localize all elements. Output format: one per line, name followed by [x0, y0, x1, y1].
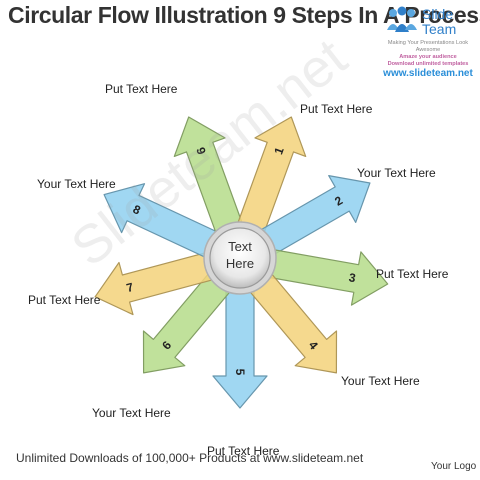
- step-5-label: Put Text Here: [207, 444, 280, 458]
- step-4-arrow: [242, 265, 338, 374]
- step-3-number: 3: [348, 270, 357, 285]
- step-8-label: Your Text Here: [37, 177, 116, 191]
- center-text: Text Here: [225, 239, 255, 271]
- step-5-number: 5: [233, 369, 247, 376]
- step-6-label: Your Text Here: [92, 406, 171, 420]
- brand-tagline-block: Making Your Presentations Look Awesome A…: [376, 40, 480, 68]
- footer-text: Unlimited Downloads of 100,000+ Products…: [16, 451, 364, 465]
- brand-url: www.slideteam.net: [383, 68, 473, 79]
- step-9-label: Put Text Here: [105, 82, 178, 96]
- brand-promo-line1: Amaze your audience: [399, 54, 457, 60]
- step-2-label: Your Text Here: [357, 166, 436, 180]
- brand-tagline: Making Your Presentations Look Awesome: [387, 40, 469, 53]
- step-7-number: 7: [125, 280, 135, 295]
- step-1-label: Put Text Here: [300, 102, 373, 116]
- step-4-label: Your Text Here: [341, 374, 420, 388]
- people-icon: [387, 6, 417, 32]
- step-8-arrow: [103, 183, 227, 262]
- step-3-label: Put Text Here: [376, 267, 449, 281]
- slideteam-logo: Slide Team: [387, 6, 456, 37]
- step-9-number: 9: [193, 145, 209, 156]
- brand-name-bottom: Team: [422, 21, 456, 37]
- your-logo-placeholder: Your Logo: [431, 461, 477, 472]
- center-hub: [203, 221, 277, 295]
- brand-promo-line2: Download unlimited templates: [387, 61, 469, 67]
- brand-name-top: Slide: [422, 6, 453, 22]
- step-1-number: 1: [271, 145, 287, 156]
- step-7-label: Put Text Here: [28, 293, 101, 307]
